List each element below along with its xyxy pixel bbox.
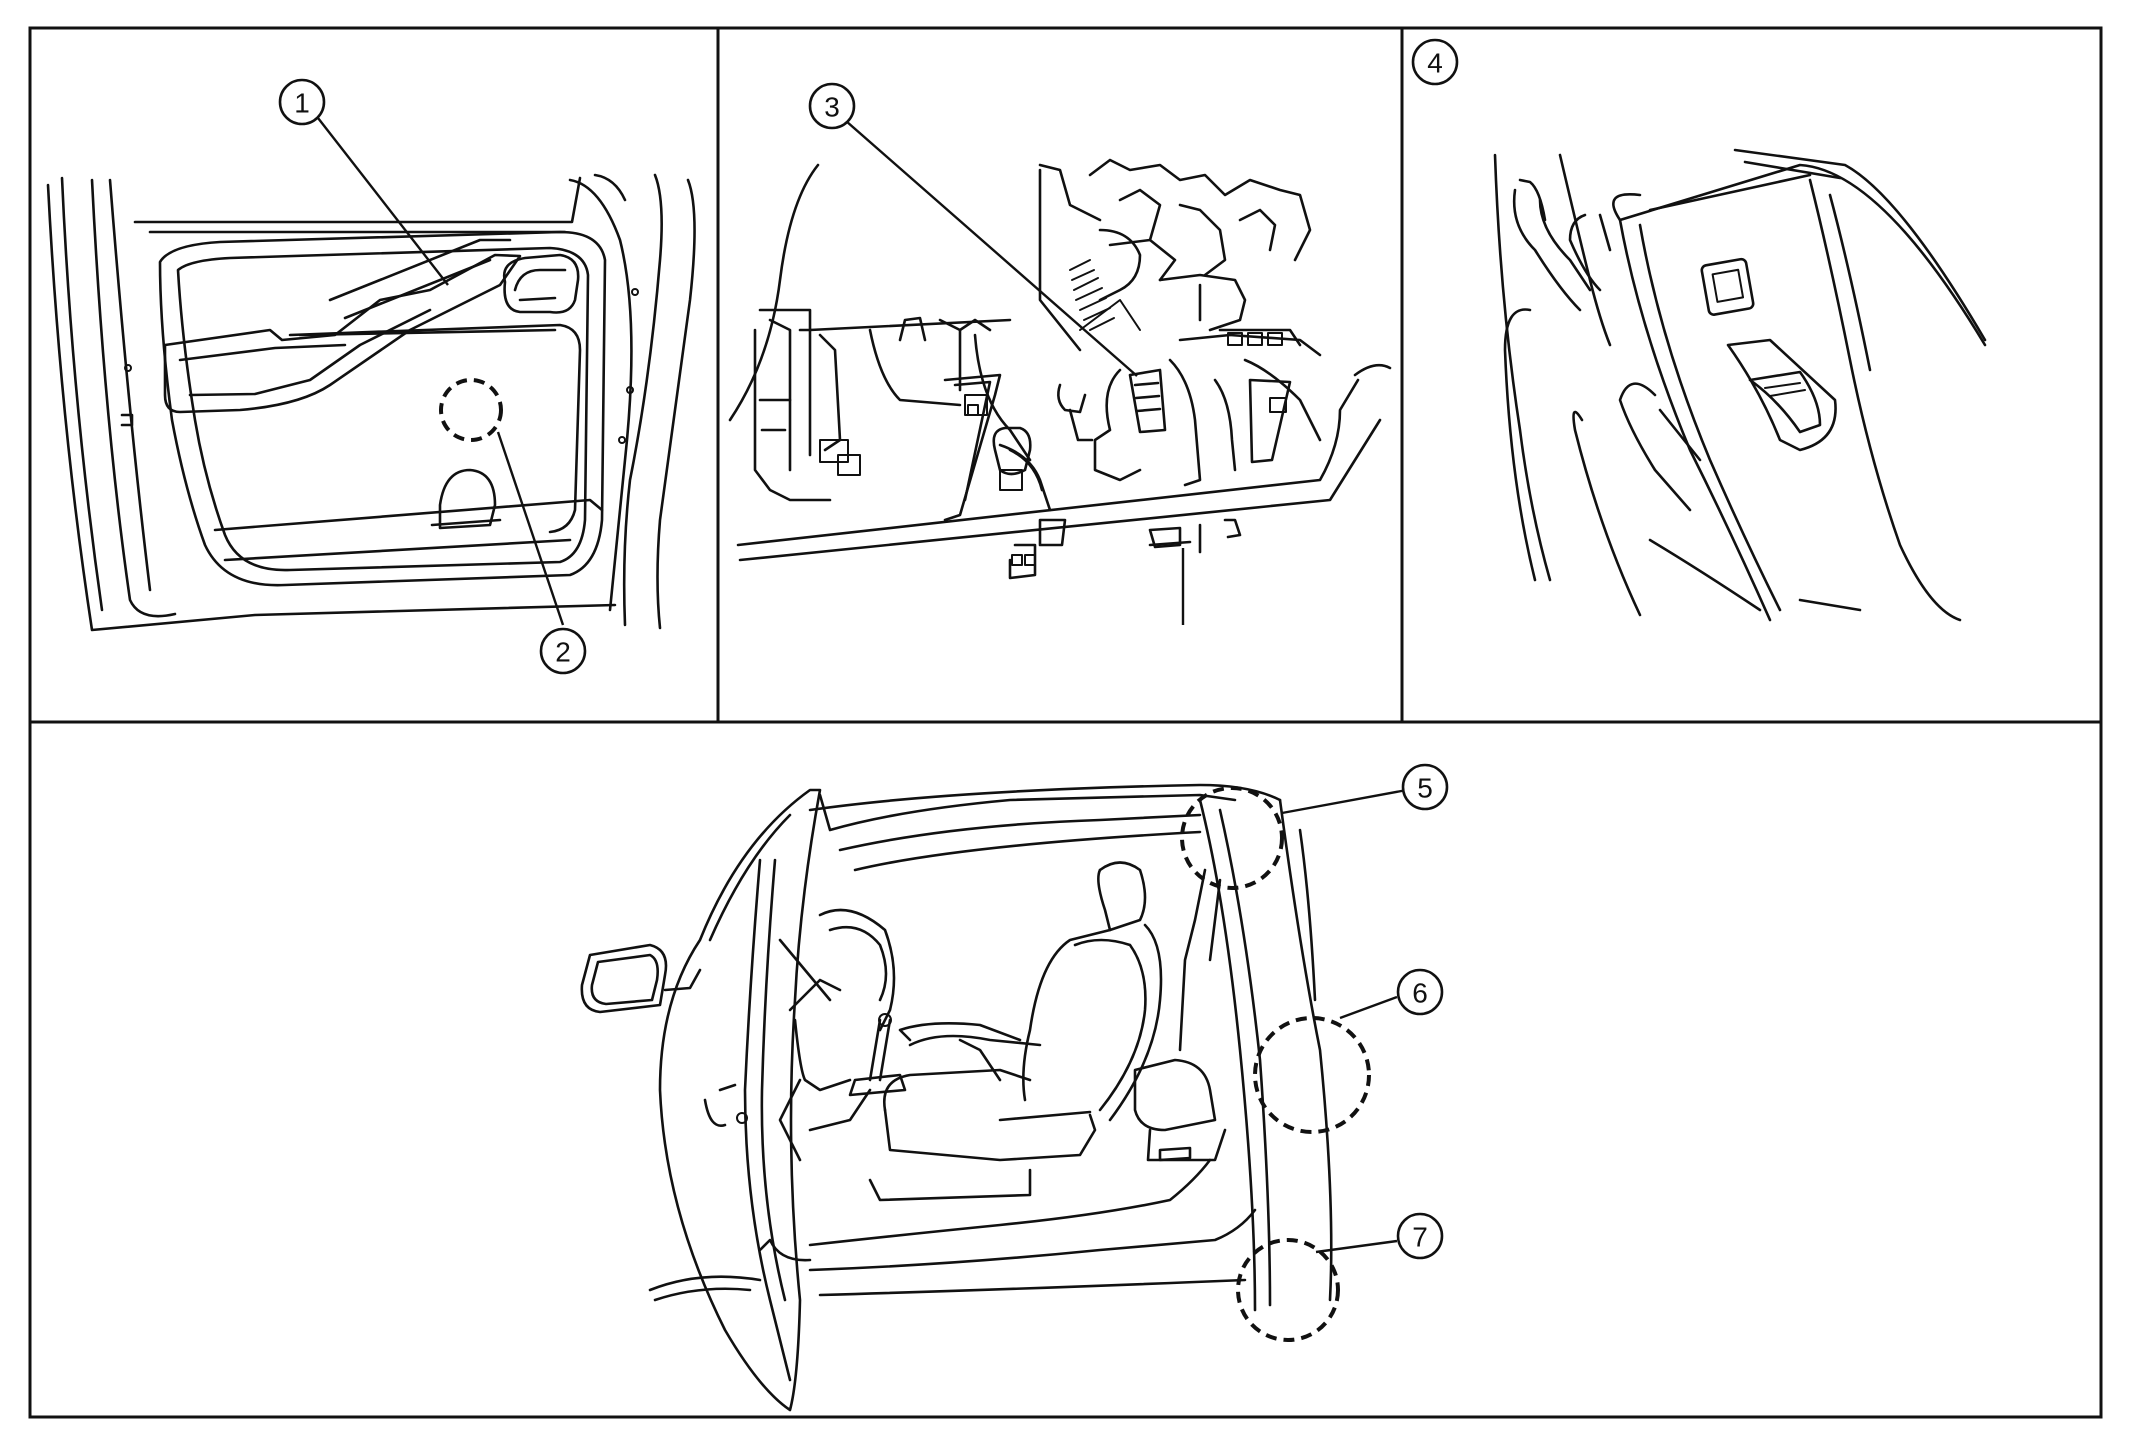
main-power-window-switch — [1726, 338, 1837, 452]
callout-7-label: 7 — [1412, 1222, 1428, 1253]
callout-5: 5 — [1401, 763, 1449, 811]
door-seal-lower-marker — [1236, 1238, 1340, 1342]
callout-3: 3 — [808, 82, 856, 130]
door-seal-upper-marker — [1180, 786, 1284, 890]
panel-instrument-lower — [728, 158, 1392, 625]
door-switch-marker — [1253, 1016, 1371, 1134]
callout-5-label: 5 — [1417, 773, 1433, 804]
panel-cabin-door-open — [580, 783, 1371, 1412]
panel-frames — [28, 26, 2103, 1419]
callout-4-label: 4 — [1427, 48, 1443, 79]
door-armrest-top — [1612, 163, 1987, 347]
callout-7: 7 — [1396, 1212, 1444, 1260]
open-door — [658, 788, 822, 1412]
panel-door-trim — [46, 173, 696, 632]
door-mirror — [580, 943, 668, 1014]
steering-wheel — [818, 908, 896, 1032]
callout-3-label: 3 — [824, 92, 840, 123]
callout-6-label: 6 — [1412, 978, 1428, 1009]
inside-handle — [502, 253, 580, 314]
callout-2-label: 2 — [555, 637, 571, 668]
callout-1: 1 — [278, 78, 326, 126]
window-lock-switch — [1700, 257, 1755, 316]
callout-1-label: 1 — [294, 88, 310, 119]
door-trim-panel — [158, 230, 607, 587]
driver-seat — [1022, 868, 1112, 1102]
callout-6: 6 — [1396, 968, 1444, 1016]
speaker-location-marker — [439, 378, 503, 442]
callout-2: 2 — [539, 627, 587, 675]
door-outer-edge — [46, 183, 617, 632]
callout-4: 4 — [1411, 38, 1459, 86]
leader-lines — [317, 117, 1408, 1254]
panel-window-switch — [1493, 148, 1987, 622]
control-unit — [1128, 368, 1167, 434]
